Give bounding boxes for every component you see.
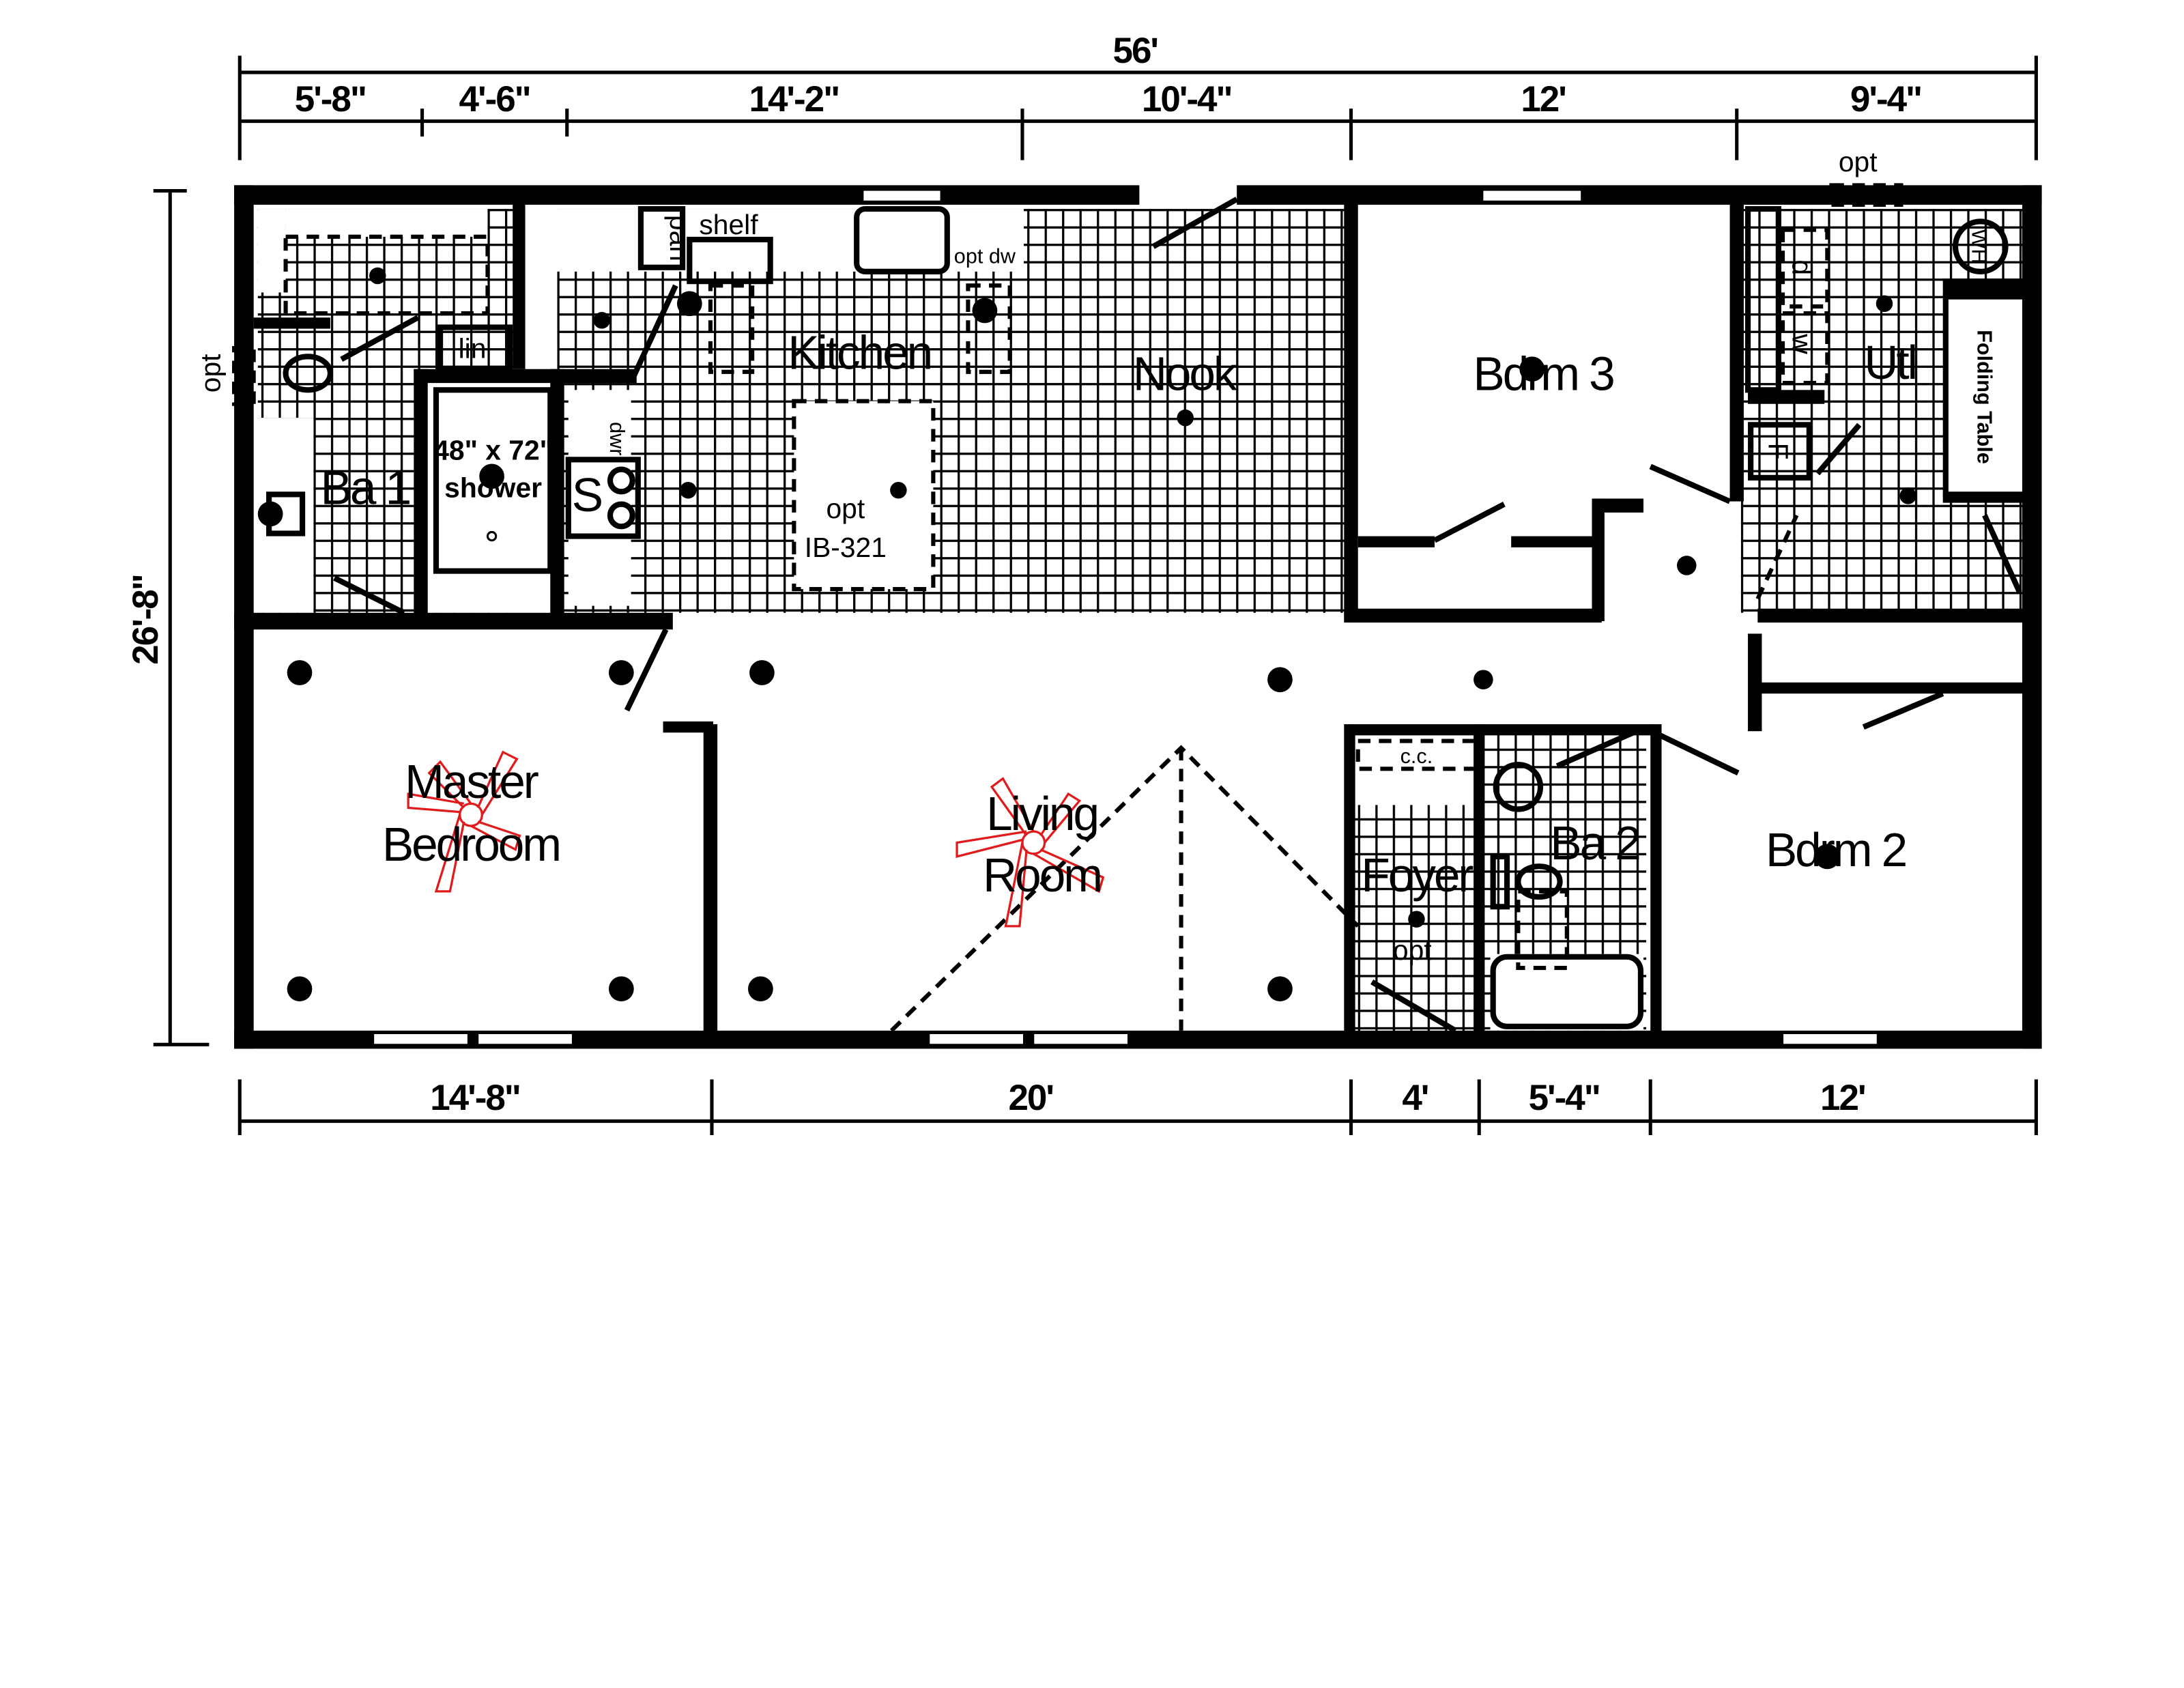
room-label-master-bedroom-2: Bedroom	[382, 818, 560, 871]
doors	[333, 197, 2022, 1033]
dim-overall-width: 56'	[1113, 31, 1158, 71]
room-label-foyer: Foyer	[1361, 848, 1473, 902]
dim-top-1: 5'-8"	[295, 79, 366, 119]
washer-label: w	[1786, 333, 1817, 354]
island-opt-label: opt	[826, 493, 865, 524]
opt-window-ba1-label: opt	[195, 354, 227, 392]
dim-bottom-3: 4'	[1402, 1078, 1428, 1118]
room-label-bath-1: Ba 1	[321, 461, 410, 515]
sink-label: S	[572, 468, 602, 521]
room-label-bedroom-2: Bdrm 2	[1766, 823, 1906, 876]
linen-label: lin	[459, 332, 487, 364]
pantry-label: pan	[664, 215, 695, 261]
dimension-lines	[153, 55, 2038, 1135]
drawer-label: dwr	[605, 422, 629, 455]
dim-top-6: 9'-4"	[1850, 79, 1921, 119]
dim-bottom-4: 5'-4"	[1529, 1078, 1600, 1118]
dim-overall-depth: 26'-8"	[126, 575, 166, 665]
room-label-bedroom-3: Bdrm 3	[1473, 347, 1613, 400]
dim-bottom-2: 20'	[1008, 1078, 1052, 1118]
shelf-label: shelf	[699, 209, 758, 240]
dim-bottom-1: 14'-8"	[430, 1078, 520, 1118]
opt-dw-label: opt dw	[954, 245, 1016, 268]
dim-top-2: 4'-6"	[459, 79, 530, 119]
folding-table-label: Folding Table	[1973, 330, 1996, 464]
room-label-kitchen: Kitchen	[788, 326, 931, 380]
windows	[232, 183, 1903, 1046]
dim-top-3: 14'-2"	[749, 79, 839, 119]
fixtures	[266, 205, 2030, 1029]
island-model-label: IB-321	[805, 532, 887, 563]
opt-window-utl-label: opt	[1839, 146, 1878, 177]
room-label-master-bedroom: Master	[405, 755, 538, 808]
water-heater-label: WH	[1968, 229, 1991, 264]
room-label-utility: Utl	[1864, 336, 1916, 389]
opt-foyer-label: opt	[1393, 934, 1432, 966]
dryer-label: d	[1786, 259, 1817, 275]
dim-top-5: 12'	[1521, 79, 1565, 119]
room-label-bath-2: Ba 2	[1550, 816, 1639, 870]
light-fixtures	[257, 267, 1916, 1002]
ceiling-fan-icon	[407, 750, 521, 893]
dim-bottom-5: 12'	[1820, 1078, 1865, 1118]
shower-label: shower	[444, 472, 542, 503]
shower-size-label: 48" x 72"	[433, 434, 553, 466]
ceiling-fan-icon	[956, 777, 1105, 928]
room-label-nook: Nook	[1133, 347, 1237, 400]
room-label-living-room-2: Room	[983, 848, 1101, 902]
room-label-living-room: Living	[986, 787, 1097, 840]
coat-closet-label: c.c.	[1400, 745, 1433, 768]
dim-top-4: 10'-4"	[1142, 79, 1232, 119]
furnace-label: F	[1763, 443, 1794, 460]
